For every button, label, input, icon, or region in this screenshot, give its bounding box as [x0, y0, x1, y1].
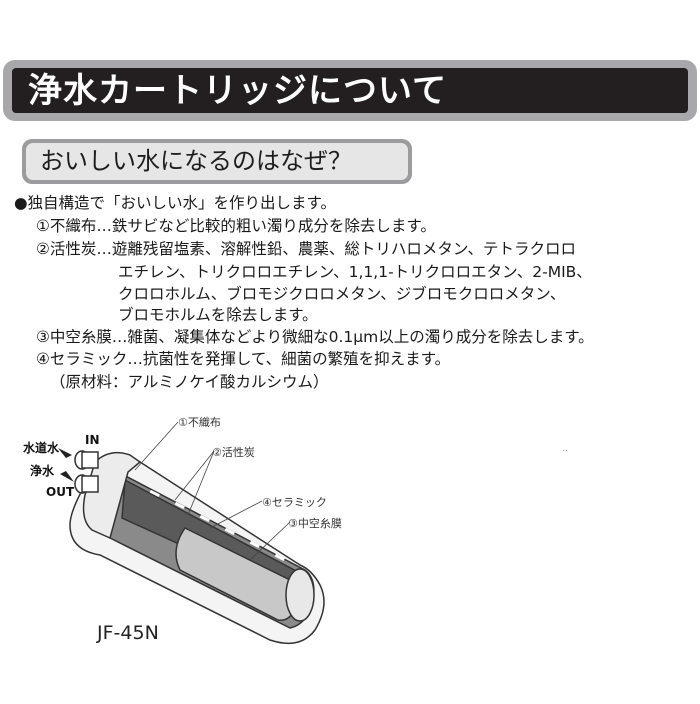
item-carbon-cont-1: エチレン、トリクロロエチレン、1,1,1-トリクロロエタン、2-MIB、 [118, 263, 592, 281]
callout-carbon: ②活性炭 [212, 446, 255, 459]
title-banner-inner: 浄水カートリッジについて [12, 68, 688, 113]
item-carbon-cont-2: クロロホルム、ブロモジクロロメタン、ジブロモクロロメタン、 [118, 285, 566, 303]
subtitle-box: おいしい水になるのはなぜ？ [22, 139, 412, 184]
section-subtitle: おいしい水になるのはなぜ？ [40, 147, 352, 175]
stray-mark: ‥ [562, 444, 570, 454]
page-title: 浄水カートリッジについて [28, 71, 447, 111]
out-port-label: OUT [46, 485, 75, 499]
in-port-label: IN [85, 433, 100, 447]
callout-ceramic: ④セラミック [262, 496, 327, 509]
callout-hollow-fiber: ③中空糸膜 [288, 517, 342, 530]
tap-water-label: 水道水 [23, 441, 60, 455]
item-nonwoven: ①不織布…鉄サビなど比較的粗い濁り成分を除去します。 [36, 217, 436, 235]
item-ceramic: ④セラミック…抗菌性を発揮して、細菌の繁殖を抑えます。 [36, 350, 451, 368]
cartridge-illustration [58, 421, 325, 645]
subtitle-box-inner: おいしい水になるのはなぜ？ [26, 143, 408, 180]
item-ceramic-material: （原材料：アルミノケイ酸カルシウム） [50, 373, 329, 391]
model-number: JF-45N [97, 622, 159, 644]
item-carbon: ②活性炭…遊離残留塩素、溶解性鉛、農薬、総トリハロメタン、テトラクロロ [36, 240, 576, 258]
item-hollow-fiber: ③中空糸膜…雑菌、凝集体などより微細な0.1μm以上の濁り成分を除去します。 [36, 328, 594, 346]
callout-nonwoven: ①不織布 [178, 416, 221, 429]
cartridge-diagram: 水道水 浄水 IN OUT ①不織布 ②活性炭 ④セラミック ③中空糸膜 JF-… [0, 400, 700, 700]
title-banner: 浄水カートリッジについて [3, 60, 697, 121]
purified-water-label: 浄水 [30, 464, 55, 478]
intro-line: ●独自構造で「おいしい水」を作り出します。 [14, 194, 336, 212]
item-carbon-cont-3: ブロモホルムを除去します。 [118, 306, 318, 324]
